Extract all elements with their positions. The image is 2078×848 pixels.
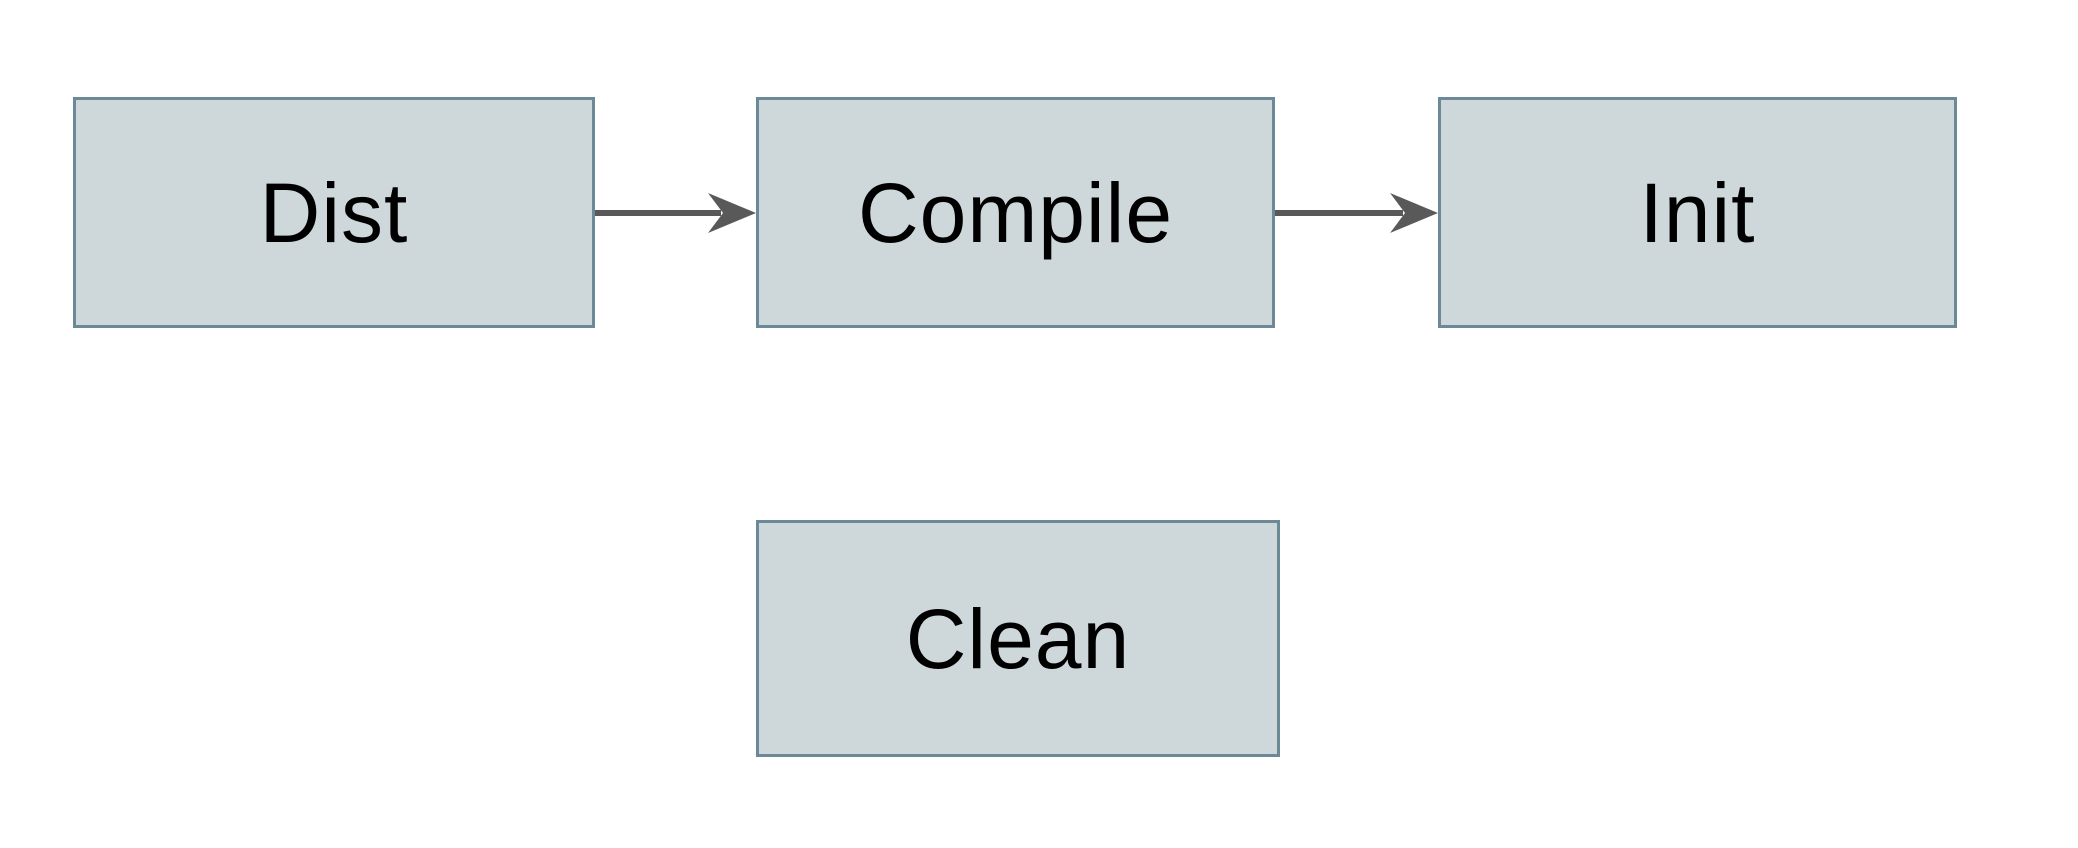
node-clean[interactable]: Clean [756,520,1280,757]
arrowhead-right-icon [1390,193,1438,233]
node-clean-label: Clean [905,591,1131,686]
arrowhead-right-icon [708,193,756,233]
node-dist[interactable]: Dist [73,97,595,328]
node-init[interactable]: Init [1438,97,1957,328]
connector-compile-init[interactable] [1275,183,1441,243]
node-dist-label: Dist [259,165,409,260]
node-compile[interactable]: Compile [756,97,1275,328]
node-init-label: Init [1639,165,1756,260]
node-compile-label: Compile [857,165,1174,260]
connector-dist-compile[interactable] [595,183,759,243]
